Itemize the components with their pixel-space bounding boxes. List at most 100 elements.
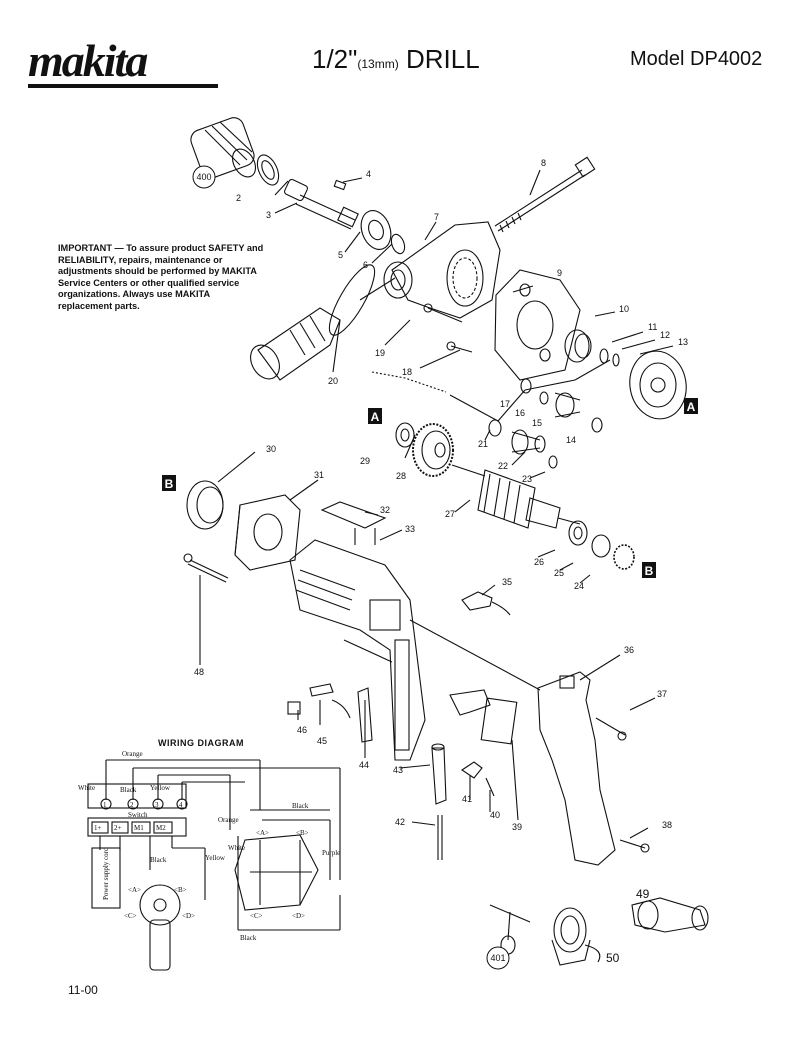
callout-44: 44: [359, 760, 369, 770]
callout-12: 12: [660, 330, 670, 340]
position-d-2: <D>: [292, 912, 305, 920]
gear-housing: [383, 221, 501, 319]
callout-32: 32: [380, 505, 390, 515]
marker-b-left: [162, 475, 176, 491]
part-44: [357, 687, 373, 743]
callout-401: 401: [490, 953, 505, 963]
screw-40: [485, 777, 495, 797]
bearing-26: [568, 520, 588, 546]
callout-35: 35: [502, 577, 512, 587]
callout-4: 4: [366, 169, 371, 179]
wire-label-black-2: Black: [150, 856, 167, 864]
plate-32: [320, 501, 387, 529]
position-b: <B>: [174, 886, 187, 894]
fan-25: [591, 534, 611, 558]
wiring-diagram: [87, 759, 341, 971]
key-part: [333, 179, 347, 191]
gear-part-10: [564, 329, 590, 363]
callout-29: 29: [360, 456, 370, 466]
position-a-2: <A>: [256, 829, 269, 837]
switch-terminal-m2: M2: [156, 824, 166, 832]
wire-label-orange-2: Orange: [218, 816, 239, 824]
gear-15: [554, 392, 581, 418]
terminal-4: 4: [179, 801, 183, 809]
bearing-21: [488, 419, 502, 437]
handle-cover-36: [537, 671, 616, 866]
switch-39: [449, 689, 518, 745]
bearing-29: [395, 422, 415, 448]
bearing-17: [520, 378, 532, 394]
title-product: DRILL: [405, 44, 480, 74]
callout-10: 10: [619, 304, 629, 314]
callout-6: 6: [363, 260, 368, 270]
callout-27: 27: [445, 509, 455, 519]
callout-15: 15: [532, 418, 542, 428]
washer-part: [256, 154, 280, 186]
gear-24: [613, 544, 635, 570]
marker-a-left: [368, 408, 382, 424]
washer-23: [548, 455, 558, 469]
svg-text:A: A: [687, 400, 696, 414]
switch-terminal-m1: M1: [134, 824, 144, 832]
chuck-key-401: [489, 904, 531, 955]
washer-16: [539, 391, 549, 405]
logo-underline: [28, 84, 218, 88]
svg-text:B: B: [165, 477, 174, 491]
motor-housing: [289, 539, 426, 761]
gear-case: [494, 269, 581, 381]
long-bolt: [494, 156, 596, 233]
ring-12: [612, 353, 620, 367]
terminal-35: [461, 591, 493, 611]
callout-20: 20: [328, 376, 338, 386]
bearing-box: [629, 350, 687, 420]
screw-48: [183, 553, 229, 583]
depth-gauge-50: [551, 907, 601, 966]
callout-39: 39: [512, 822, 522, 832]
field-31: [234, 494, 301, 571]
wire-label-black-3: Black: [292, 802, 309, 810]
wire-label-black-4: Black: [240, 934, 257, 942]
wire-label-orange: Orange: [122, 750, 143, 758]
callout-18: 18: [402, 367, 412, 377]
callout-33: 33: [405, 524, 415, 534]
callout-7: 7: [434, 212, 439, 222]
callout-37: 37: [657, 689, 667, 699]
callout-14: 14: [566, 435, 576, 445]
callout-400: 400: [196, 172, 211, 182]
callout-3: 3: [266, 210, 271, 220]
callout-45: 45: [317, 736, 327, 746]
terminal-1: 1: [103, 801, 107, 809]
callout-46: 46: [297, 725, 307, 735]
svg-text:A: A: [371, 410, 380, 424]
side-handle: [250, 264, 396, 381]
part-46: [287, 701, 301, 715]
power-supply-label: Power supply cord: [102, 847, 110, 900]
position-d: <D>: [182, 912, 195, 920]
callout-38: 38: [662, 820, 672, 830]
callout-9: 9: [557, 268, 562, 278]
callout-49: 49: [636, 887, 650, 901]
baffle-ring-30: [186, 480, 224, 530]
brush-holder-45: [309, 683, 334, 697]
wiring-diagram-title: WIRING DIAGRAM: [158, 738, 244, 748]
retaining-ring: [390, 233, 406, 255]
makita-logo: makita: [28, 35, 148, 86]
marker-b-right: [642, 562, 656, 578]
ball-bearing: [360, 210, 392, 250]
callout-42: 42: [395, 817, 405, 827]
drill-chuck: [190, 117, 257, 179]
lever-41: [461, 761, 483, 779]
callout-2: 2: [236, 193, 241, 203]
callout-26: 26: [534, 557, 544, 567]
terminal-2: 2: [130, 801, 134, 809]
callout-5: 5: [338, 250, 343, 260]
callout-21: 21: [478, 439, 488, 449]
position-c: <C>: [124, 912, 137, 920]
callout-17: 17: [500, 399, 510, 409]
switch-terminal-2: 2+: [114, 824, 122, 832]
callout-36: 36: [624, 645, 634, 655]
switch-terminal-1: 1+: [94, 824, 102, 832]
callout-circle-400: [192, 165, 216, 189]
spindle-part: [283, 178, 359, 230]
callout-19: 19: [375, 348, 385, 358]
